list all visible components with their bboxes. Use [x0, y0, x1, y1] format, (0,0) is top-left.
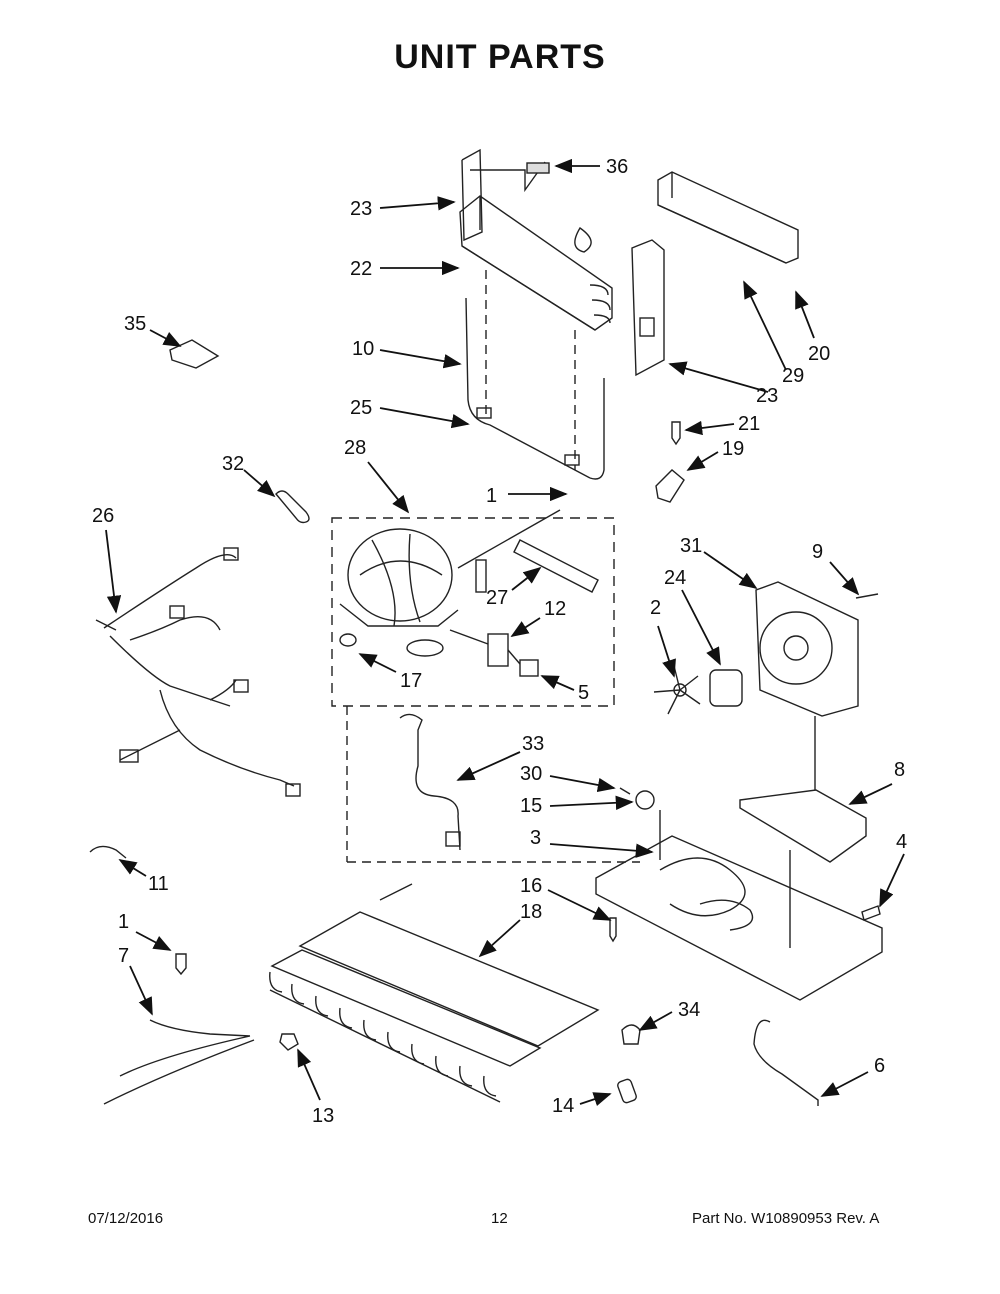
callout-32: 32: [222, 453, 244, 475]
callout-19: 19: [722, 438, 744, 460]
callout-15: 15: [520, 795, 542, 817]
callout-27: 27: [486, 587, 508, 609]
callout-23-right: 23: [756, 385, 778, 407]
callout-23-left: 23: [350, 198, 372, 220]
callout-17: 17: [400, 670, 422, 692]
right-bracket-and-shroud: [631, 171, 799, 377]
footer-date: 07/12/2016: [88, 1210, 164, 1227]
callout-18: 18: [520, 901, 542, 923]
screw-and-clip: [655, 421, 685, 503]
fan-assembly: [653, 581, 879, 717]
part-11: [89, 845, 127, 859]
callout-10: 10: [352, 338, 374, 360]
callout-25: 25: [350, 397, 372, 419]
callout-11: 11: [148, 873, 169, 895]
callout-20: 20: [808, 343, 830, 365]
callout-30: 30: [520, 763, 542, 785]
callout-28: 28: [344, 437, 366, 459]
callout-2: 2: [650, 597, 661, 619]
callout-3: 3: [530, 827, 541, 849]
footer-page-number: 12: [491, 1210, 508, 1227]
footer-part-number: Part No. W10890953 Rev. A: [692, 1210, 880, 1227]
callout-16: 16: [520, 875, 542, 897]
callout-5: 5: [578, 682, 589, 704]
compressor: [339, 528, 487, 657]
callout-33: 33: [522, 733, 544, 755]
callout-6: 6: [874, 1055, 885, 1077]
leader-lines: [105, 158, 905, 1106]
callout-21: 21: [738, 413, 760, 435]
callout-31: 31: [680, 535, 702, 557]
page-title: UNIT PARTS: [394, 38, 606, 76]
discharge-tube: [399, 713, 461, 851]
callout-8: 8: [894, 759, 905, 781]
relay-and-connector: [339, 629, 539, 677]
callout-35: 35: [124, 313, 146, 335]
drier: [457, 509, 599, 593]
callout-22: 22: [350, 258, 372, 280]
base-pan: [595, 810, 883, 1001]
callout-26: 26: [92, 505, 114, 527]
condenser-assembly: [459, 148, 613, 470]
evaporator: [269, 883, 600, 1103]
compressor-group-box: [331, 517, 615, 707]
callout-1-top: 1: [486, 485, 497, 507]
callout-4: 4: [896, 831, 907, 853]
fan-bracket: [739, 716, 867, 948]
callout-14: 14: [552, 1095, 574, 1117]
harness-7: [103, 953, 255, 1105]
callout-7: 7: [118, 945, 129, 967]
callout-29: 29: [782, 365, 804, 387]
callout-9: 9: [812, 541, 823, 563]
part-32: [275, 490, 310, 524]
callout-34: 34: [678, 999, 700, 1021]
drain-tube-assembly: [465, 297, 605, 480]
callout-1-bottom: 1: [118, 911, 129, 933]
callout-12: 12: [544, 598, 566, 620]
callout-13: 13: [312, 1105, 334, 1127]
callout-24: 24: [664, 567, 686, 589]
wire-harness: [95, 547, 301, 797]
callout-36: 36: [606, 156, 628, 178]
part-35: [169, 339, 220, 369]
